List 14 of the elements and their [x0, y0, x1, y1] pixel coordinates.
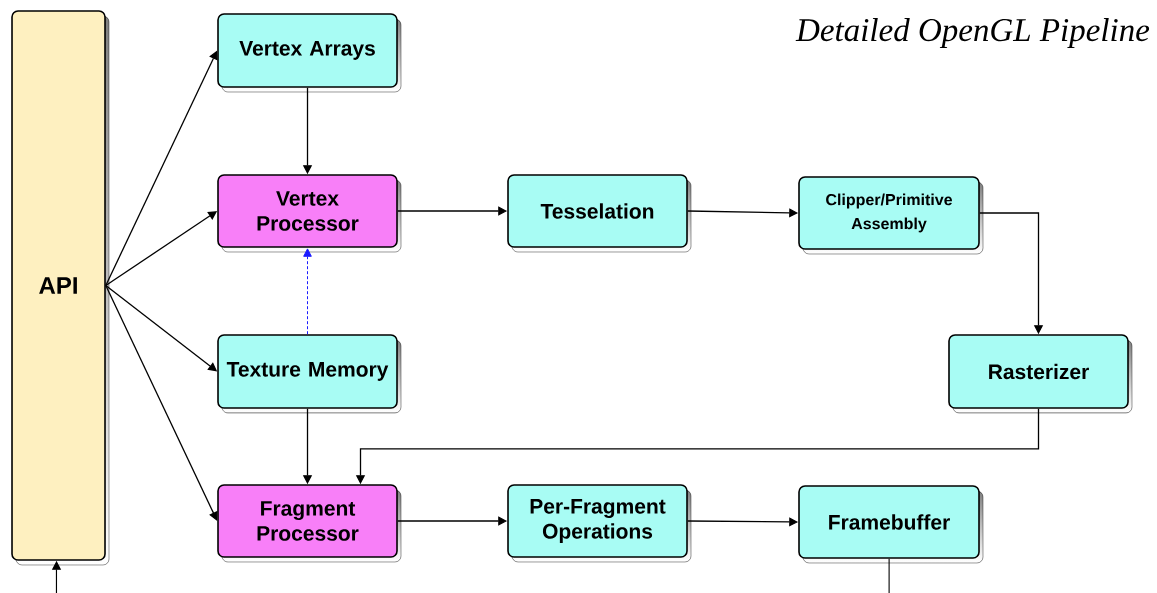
- title: Detailed OpenGL Pipeline: [795, 18, 1150, 48]
- api-bar: API: [11, 10, 110, 566]
- stage-box: Clipper/Primitive Assembly: [798, 176, 984, 255]
- dashed-arrow: [303, 248, 312, 335]
- stage-box: Texture Memory: [217, 334, 402, 414]
- arrow: [105, 284, 218, 521]
- connector-line: [888, 558, 890, 593]
- processor-box: Fragment Processor: [217, 484, 402, 563]
- processor-box: Vertex Processor: [217, 174, 402, 253]
- stage-box: Framebuffer: [798, 485, 984, 564]
- stage-box: Tesselation: [507, 174, 692, 253]
- stage-box: Rasterizer: [948, 334, 1133, 414]
- stage-box: Vertex Arrays: [217, 13, 402, 93]
- stage-box: Per-Fragment Operations: [507, 484, 692, 563]
